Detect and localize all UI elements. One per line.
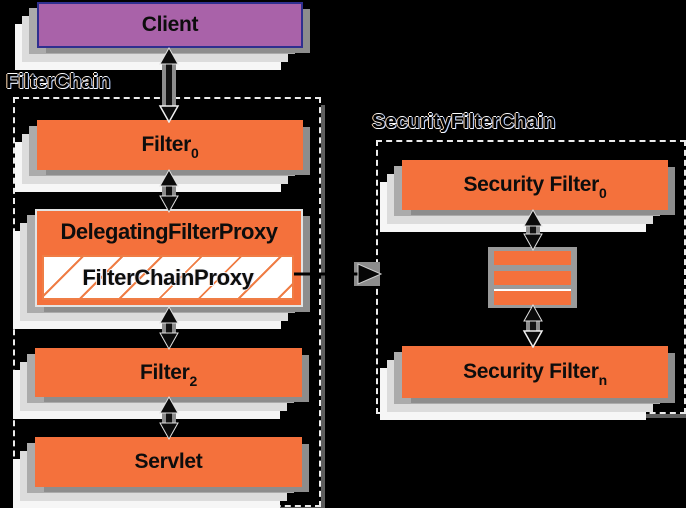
- security-filter0-label: Security Filter0: [463, 173, 607, 201]
- arrow-securityfilter0-bars: [523, 209, 543, 251]
- arrow-filter2-servlet: [159, 396, 179, 440]
- filter-bar: [494, 271, 571, 285]
- delegating-filter-proxy-box: DelegatingFilterProxy FilterChainProxy: [13, 209, 303, 329]
- security-filtern-box: Security Filtern: [380, 346, 668, 420]
- ellipsis-bars: [488, 247, 577, 308]
- arrow-filterchainproxy-securityfilterchain: [294, 262, 383, 286]
- filter-chain-title: FilterChain: [6, 71, 111, 93]
- delegating-filter-proxy-label: DelegatingFilterProxy: [60, 219, 278, 244]
- filter0-box: Filter0: [15, 120, 303, 192]
- filter-bar: [494, 291, 571, 305]
- security-filtern-label: Security Filtern: [463, 360, 607, 388]
- filter2-label: Filter2: [139, 360, 198, 389]
- client-box: Client: [15, 2, 303, 70]
- arrow-filter0-delegatingfilterproxy: [159, 169, 179, 213]
- servlet-box: Servlet: [13, 437, 302, 508]
- client-label: Client: [141, 13, 199, 36]
- filter2-box: Filter2: [13, 348, 302, 419]
- arrow-filterchainproxy-filter2: [159, 306, 179, 350]
- arrow-bars-securityfiltern: [522, 304, 544, 348]
- servlet-label: Servlet: [134, 450, 203, 473]
- filter-chain-proxy-label: FilterChainProxy: [82, 264, 254, 290]
- filter-bar: [494, 251, 571, 265]
- security-filter0-box: Security Filter0: [380, 160, 668, 232]
- filter-chain-proxy-box: FilterChainProxy: [42, 255, 294, 300]
- security-filter-chain-title: SecurityFilterChain: [372, 111, 556, 133]
- arrow-client-filter0: [158, 47, 180, 123]
- filter0-label: Filter0: [141, 133, 199, 161]
